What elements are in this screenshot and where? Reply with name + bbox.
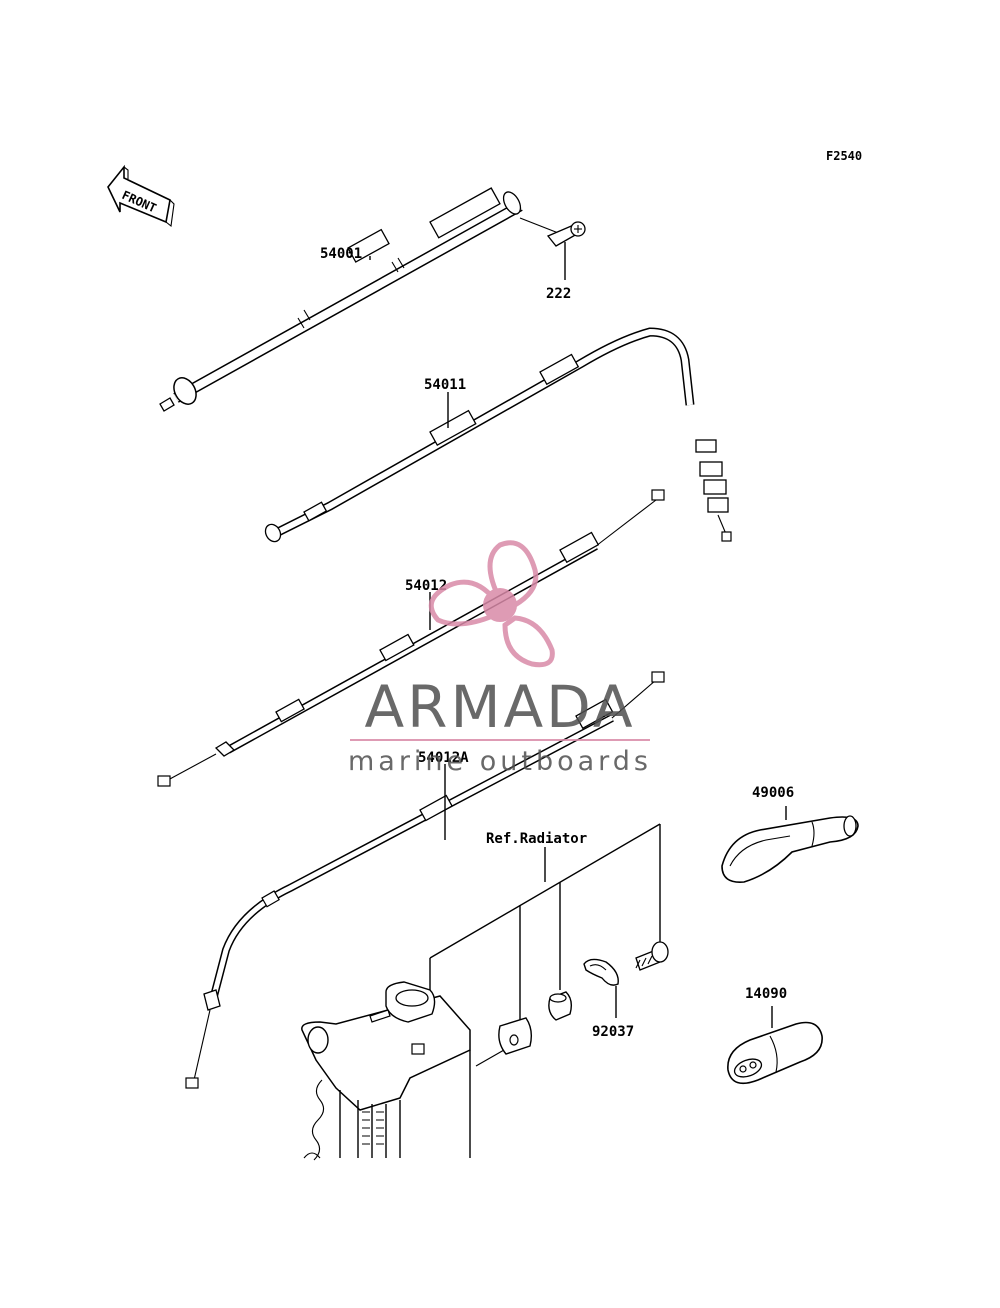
speedometer-cable — [159, 187, 523, 412]
label-14090: 14090 — [745, 986, 787, 1002]
radiator — [301, 981, 471, 1161]
label-54001: 54001 — [320, 246, 362, 262]
bolt — [635, 941, 669, 971]
label-222: 222 — [546, 286, 571, 302]
cover-14090 — [727, 1021, 823, 1085]
label-54012a: 54012A — [418, 750, 469, 766]
collar — [548, 991, 573, 1021]
label-92037: 92037 — [592, 1024, 634, 1040]
clamp-92037 — [583, 958, 619, 1018]
reference-leaders — [429, 823, 661, 1020]
grommet — [475, 1017, 533, 1067]
screw-222 — [519, 217, 586, 280]
reference-label: Ref.Radiator — [486, 831, 587, 847]
choke-cable-a — [185, 671, 665, 1089]
front-arrow-icon: FRONT — [107, 164, 175, 228]
watermark-tagline: marine outboards — [348, 746, 652, 777]
diagram-code: F2540 — [826, 149, 862, 163]
label-54011: 54011 — [424, 377, 466, 393]
propeller-icon — [428, 540, 555, 668]
label-49006: 49006 — [752, 785, 794, 801]
watermark-brand: ARMADA — [364, 673, 635, 741]
cap-49006 — [721, 815, 859, 883]
label-54012: 54012 — [405, 578, 447, 594]
throttle-cable — [264, 327, 732, 543]
watermark-logo: ARMADA marine outboards — [348, 540, 652, 777]
choke-cable — [157, 489, 665, 787]
